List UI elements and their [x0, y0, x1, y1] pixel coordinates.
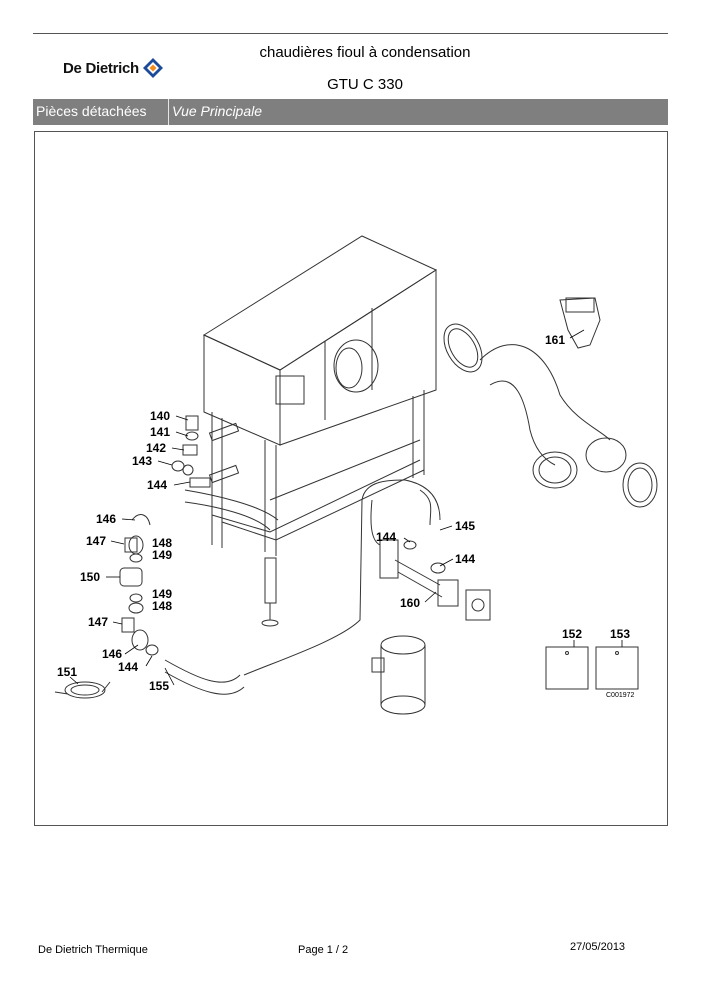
part-label: 151: [57, 665, 77, 679]
connector-assembly: [379, 539, 491, 621]
footer-date: 27/05/2013: [570, 941, 626, 953]
brand-name: De Dietrich: [63, 59, 139, 77]
part-label: 146: [102, 647, 122, 661]
part-label: 145: [455, 519, 475, 533]
diamond-logo-icon: [142, 58, 163, 78]
siphon: [371, 635, 426, 715]
part-label: 142: [146, 441, 166, 455]
section-category: Pièces détachées: [33, 99, 169, 125]
part-label: 140: [150, 409, 170, 423]
part-label: 161: [545, 333, 565, 347]
part-label: 147: [86, 534, 106, 548]
model-name: GTU C 330: [327, 76, 403, 93]
hydraulic-pipes: [164, 479, 441, 695]
part-label: 146: [96, 512, 116, 526]
boiler-cabinet: [202, 235, 438, 446]
boiler-stand: [211, 390, 425, 627]
footer-page-number: Page 1 / 2: [298, 944, 349, 956]
document-title: chaudières fioul à condensation: [259, 44, 471, 61]
cable-harness: [54, 681, 111, 699]
part-label: 153: [610, 627, 630, 641]
flue-pipe-assembly: [443, 297, 658, 508]
part-label: 143: [132, 454, 152, 468]
part-label: 141: [150, 425, 170, 439]
top-rule: [33, 33, 668, 34]
part-label: 144: [147, 478, 167, 492]
section-bar: Pièces détachées Vue Principale: [33, 99, 668, 125]
section-view: Vue Principale: [172, 103, 263, 119]
part-label: 155: [149, 679, 169, 693]
part-label: 144: [455, 552, 475, 566]
part-label: 160: [400, 596, 420, 610]
part-label: 152: [562, 627, 582, 641]
document-sheets: [545, 646, 639, 690]
part-label: 149: [152, 587, 172, 601]
footer-company: De Dietrich Thermique: [38, 944, 148, 956]
part-label: 148: [152, 536, 172, 550]
leader-lines: [69, 329, 623, 686]
drawing-reference: C001972: [606, 692, 635, 699]
part-label: 148: [152, 599, 172, 613]
part-label: 147: [88, 615, 108, 629]
part-label: 150: [80, 570, 100, 584]
valve-column: [119, 415, 240, 656]
part-label: 144: [376, 530, 396, 544]
drawing-frame: [34, 131, 668, 826]
part-numbers: 140 141 142 143 144 146 147 148 149 150 …: [57, 333, 635, 699]
part-label: 144: [118, 660, 138, 674]
brand-logo: De Dietrich: [63, 57, 164, 79]
part-label: 149: [152, 548, 172, 562]
